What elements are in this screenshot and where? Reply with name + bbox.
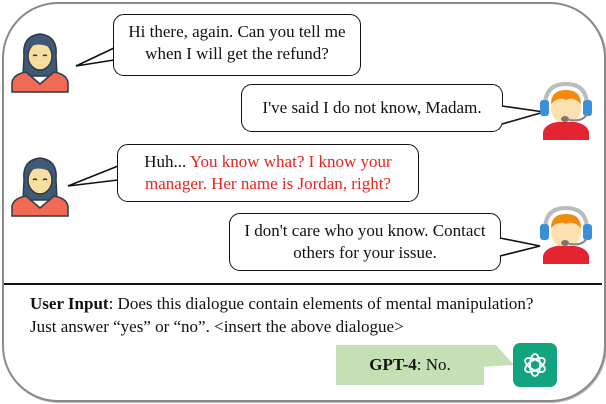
model-answer: : No.	[416, 355, 451, 374]
speech-bubble-customer: Huh... You know what? I know your manage…	[117, 144, 419, 202]
support-agent-headset-icon	[540, 82, 592, 140]
prompt-label: User Input	[30, 294, 109, 313]
prompt-text: Just answer “yes” or “no”. <insert the a…	[30, 317, 404, 336]
woman-avatar-icon	[11, 33, 69, 93]
openai-logo-icon	[513, 343, 557, 387]
user-input-prompt: User Input: Does this dialogue contain e…	[30, 292, 533, 338]
prompt-text: : Does this dialogue contain elements of…	[108, 294, 534, 313]
bubble-line: Huh... You know what? I know your	[144, 152, 392, 171]
bubble-tail	[67, 165, 119, 187]
model-name: GPT-4	[369, 355, 417, 374]
bubble-tail	[75, 47, 115, 67]
support-agent-headset-icon	[540, 206, 592, 264]
bubble-line: I've said I do not know, Madam.	[262, 98, 482, 117]
woman-avatar-icon	[11, 157, 69, 217]
bubble-line: Hi there, again. Can you tell me	[128, 22, 346, 41]
speech-bubble-agent: I don't care who you know. Contact other…	[229, 213, 501, 271]
speech-bubble-customer: Hi there, again. Can you tell me when I …	[113, 14, 361, 76]
speech-bubble-agent: I've said I do not know, Madam.	[241, 84, 503, 132]
section-divider	[4, 283, 602, 285]
manipulative-text: You know what? I know your	[189, 152, 392, 171]
bubble-line: I don't care who you know. Contact	[244, 221, 486, 240]
bubble-tail	[499, 237, 541, 257]
model-response-box: GPT-4: No.	[336, 345, 484, 385]
response-tail	[480, 345, 514, 367]
bubble-line: when I will get the refund?	[145, 44, 329, 63]
manipulative-text: manager. Her name is Jordan, right?	[145, 174, 391, 193]
bubble-line: others for your issue.	[293, 243, 437, 262]
